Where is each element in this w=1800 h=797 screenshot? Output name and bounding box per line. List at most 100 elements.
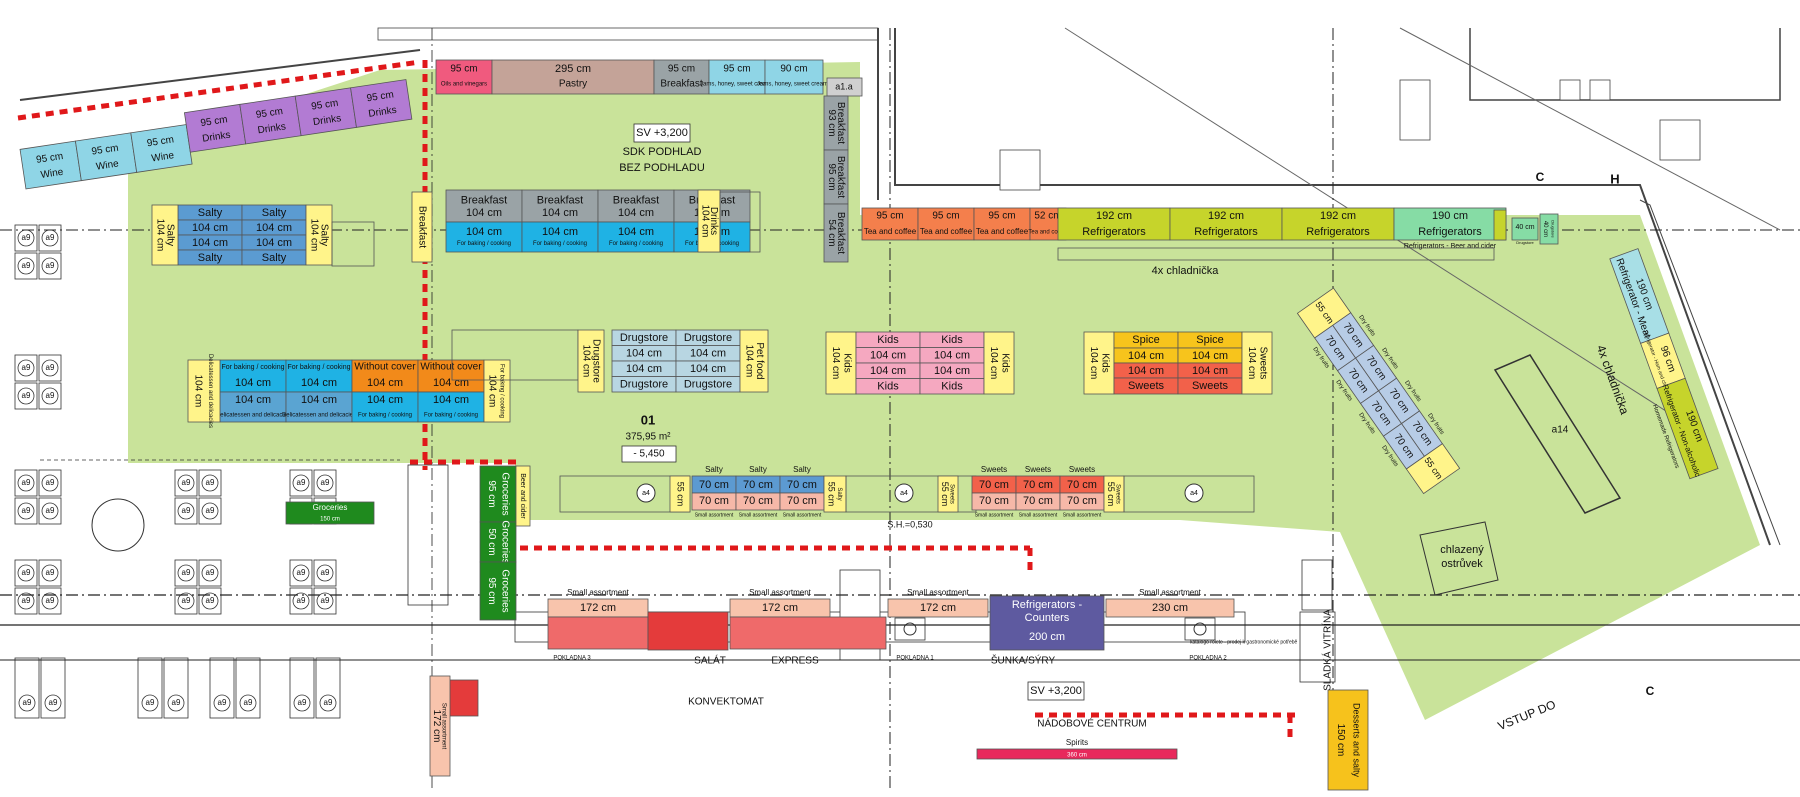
shelf-body [973, 207, 1031, 241]
label: chlazený [1440, 544, 1484, 556]
shelf-size: Breakfast [613, 194, 659, 206]
label: POKLADNA 3 [553, 656, 591, 662]
shelf-category: Wine [40, 167, 65, 181]
shelf-category: Refrigerators [1306, 226, 1370, 238]
shelf-category: Small assortment [1019, 512, 1058, 518]
shelf-body [764, 59, 824, 95]
label: C [1536, 170, 1545, 184]
shelf-body [708, 59, 766, 95]
shelf-category: Tea and coffee [1028, 230, 1068, 236]
shelf-category: Small assortment [695, 512, 734, 518]
label: C [1646, 684, 1655, 698]
fixture [1299, 611, 1336, 683]
shelf-size: 70 cm [699, 495, 729, 507]
shelf-category: Kids [841, 353, 852, 372]
table-label: a9 [22, 391, 31, 400]
drugstore-shelf: 104 cm [611, 360, 677, 377]
kids-shelf: Kids [855, 331, 921, 348]
shelf-category: Breakfast [835, 156, 846, 198]
shelf-size: 70 cm [743, 479, 773, 491]
shelf-category: Pastry [559, 79, 587, 90]
shelf-category: Jams, honey, sweet creams [757, 82, 831, 88]
shelf-text: Sweets [1192, 380, 1229, 392]
room-outline [1469, 28, 1781, 101]
label: a4 [1190, 490, 1198, 497]
shelf-category: Wine [151, 150, 176, 164]
table-label: a9 [46, 568, 55, 577]
table-label: a9 [46, 596, 55, 605]
shelf-text: Spice [1132, 334, 1160, 346]
shelf-size: 104 cm [1246, 347, 1257, 380]
shelf-size: 104 cm [235, 394, 271, 406]
dry-fruits-end: 55 cm [1405, 443, 1461, 495]
cash-desk [894, 617, 926, 641]
table-marker [292, 592, 310, 610]
shelf-category: Wine [95, 158, 120, 172]
shelf-size: 104 cm [309, 219, 320, 252]
table-label: a9 [206, 506, 215, 515]
shelf-category: Small assortment [783, 512, 822, 518]
shelf-size: 95 cm [255, 106, 284, 121]
shelf-text: Drugstore [620, 378, 668, 390]
column-block [407, 464, 449, 606]
shelf-category: Groceries [500, 569, 511, 612]
level-box: - 5,450 [621, 445, 677, 463]
table-label: a9 [321, 568, 330, 577]
table-marker [293, 694, 311, 712]
table-marker [316, 564, 334, 582]
shelf-size: 150 cm [320, 517, 340, 523]
label: 375,95 m² [625, 432, 671, 443]
table-label: a9 [22, 478, 31, 487]
shelf-text: 104 cm [192, 222, 228, 234]
drugstore-shelf: Drugstore [611, 329, 677, 346]
label: VSTUP DO [1496, 697, 1558, 733]
shelf-text: Kids [877, 334, 899, 346]
shelf-size: 295 cm [555, 63, 591, 75]
shelf-category: Pet food [754, 342, 765, 379]
shelf-body [417, 391, 485, 423]
shelf-size: Breakfast [537, 194, 583, 206]
table-label: a9 [22, 261, 31, 270]
shelf-body [285, 501, 375, 525]
shelf-size: 230 cm [1152, 602, 1188, 614]
spice-shelf: Spice [1113, 331, 1179, 349]
label: NÁDOBOVÉ CENTRUM [1037, 717, 1146, 730]
shelf-category: Drinks [202, 130, 232, 145]
shelf-category: Breakfast [835, 102, 846, 144]
shelf-body [1405, 443, 1461, 495]
kids-shelf: 104 cm [919, 362, 985, 379]
shelf-body [435, 59, 493, 95]
shelf-text: Drugstore [684, 378, 732, 390]
shelf-size: 104 cm [743, 345, 754, 378]
shelf-text: 104 cm [626, 363, 662, 375]
shelf-category: Tea and coffee [920, 227, 973, 236]
shelf-size: 40 cm [1515, 224, 1534, 231]
shelf-text: Spice [1196, 334, 1224, 346]
shelf-body [74, 132, 138, 182]
kids-shelf: Kids [919, 378, 985, 395]
